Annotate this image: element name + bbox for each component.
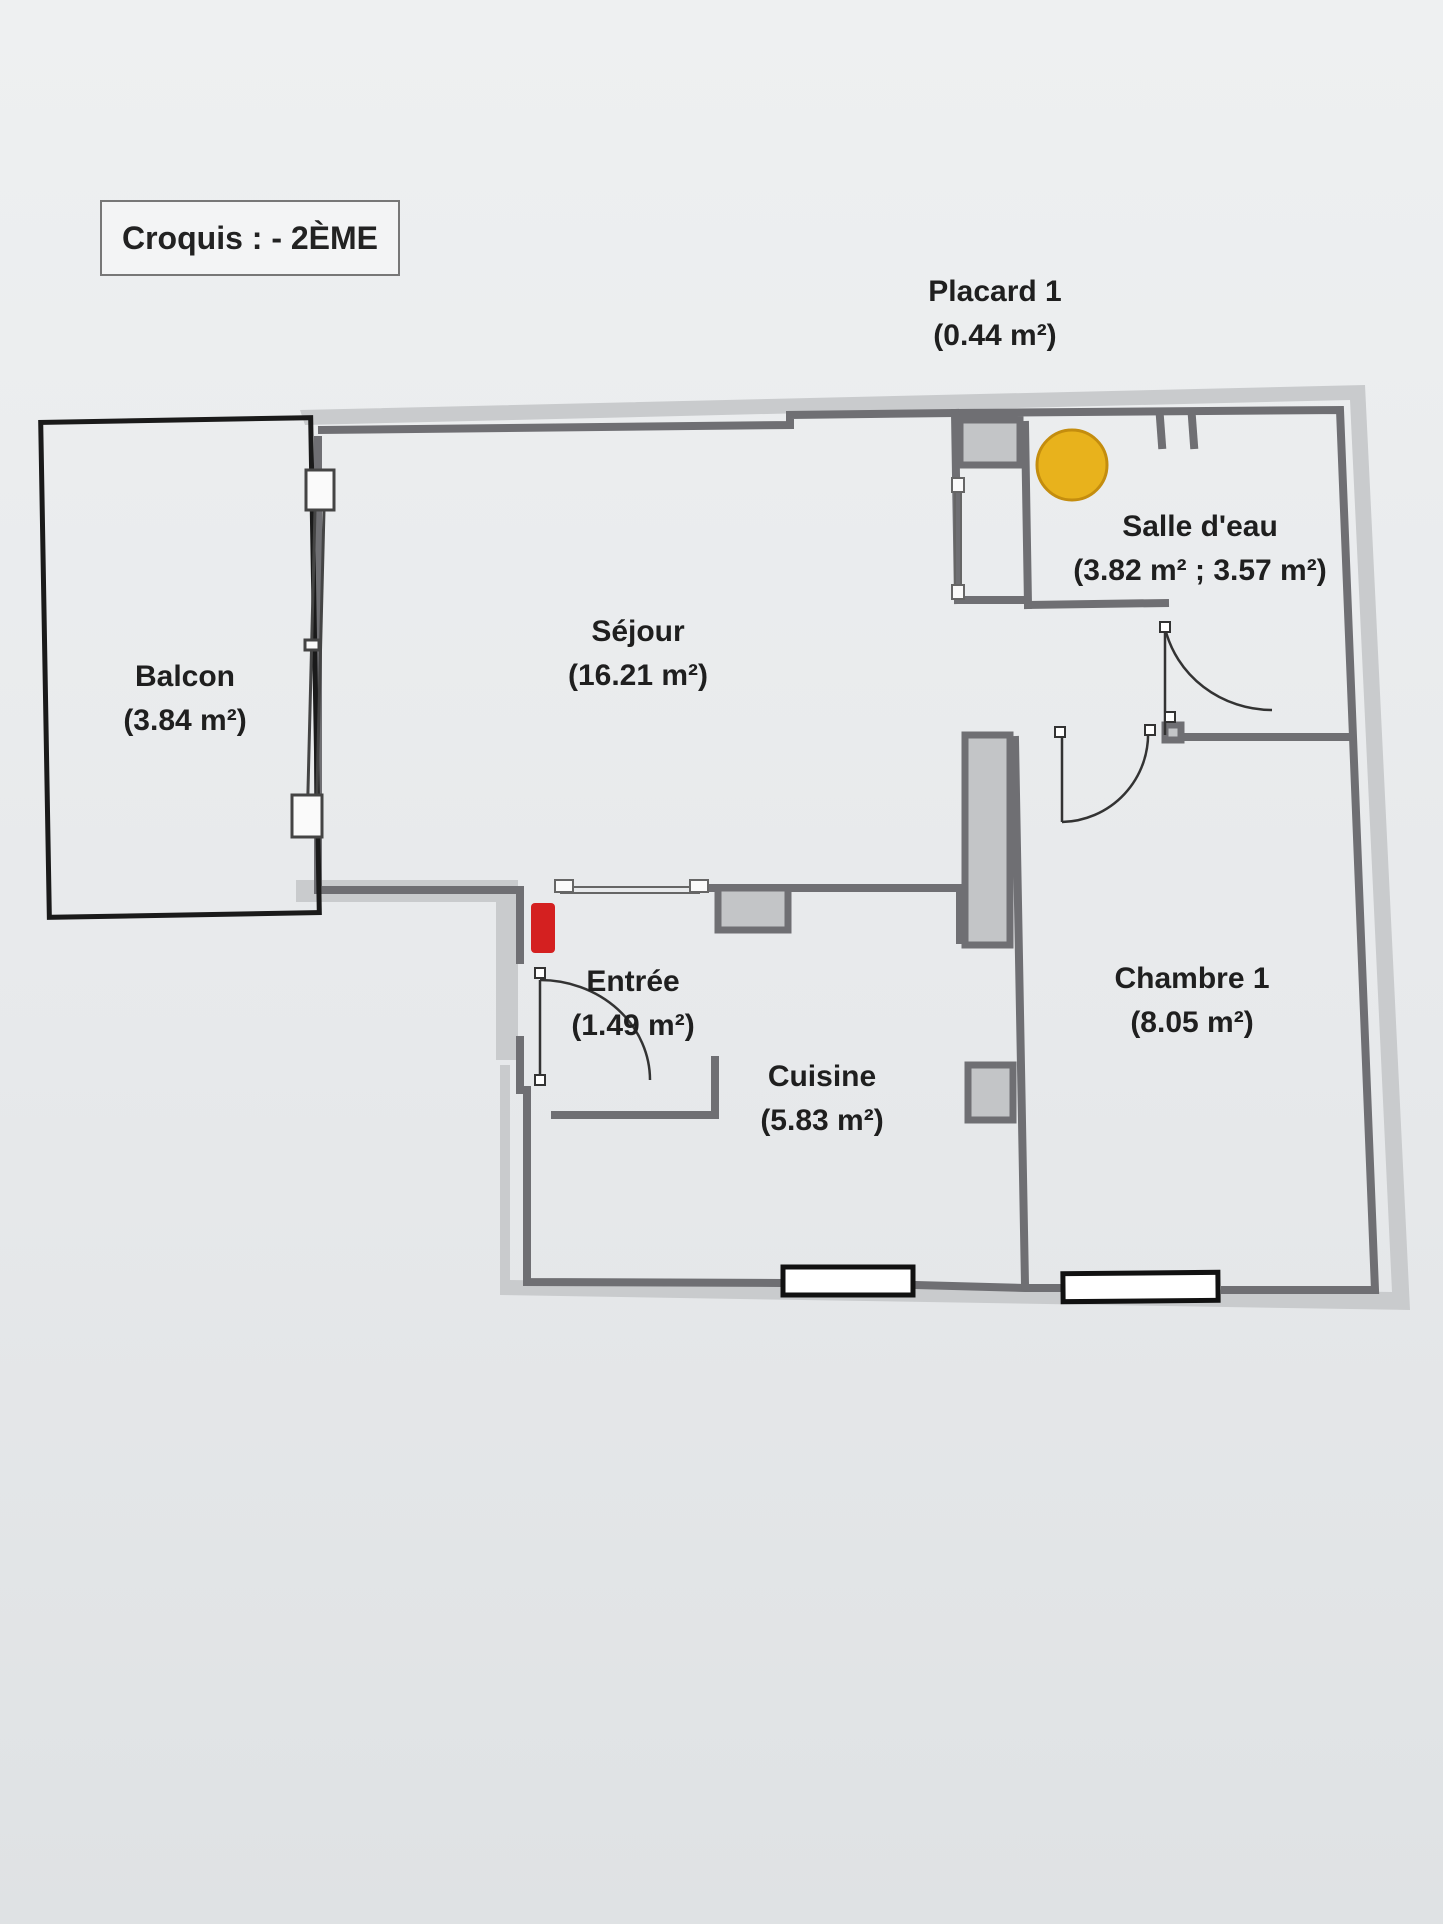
room-label-cuisine: Cuisine (5.83 m²) [760, 1055, 883, 1143]
room-name: Chambre 1 [1114, 962, 1270, 995]
sketch-title: Croquis : - 2ÈME [100, 200, 400, 276]
room-name: Entrée [586, 965, 680, 998]
room-name: Placard 1 [928, 275, 1062, 308]
sejour-opening [554, 879, 709, 894]
room-area: (3.84 m²) [123, 704, 247, 737]
room-name: Séjour [591, 615, 685, 648]
balcony-outline [38, 415, 322, 920]
room-label-balcon: Balcon (3.84 m²) [123, 655, 246, 743]
room-area: (0.44 m²) [933, 319, 1057, 352]
placard-door [951, 477, 965, 600]
balcony-sliding-door [290, 468, 336, 839]
windows [780, 1264, 1221, 1305]
door-hinges [534, 621, 1176, 1086]
room-area: (1.49 m²) [571, 1009, 695, 1042]
room-label-sejour: Séjour (16.21 m²) [568, 610, 708, 698]
room-label-salle-eau: Salle d'eau (3.82 m² ; 3.57 m²) [1073, 505, 1326, 593]
door-swings [538, 627, 1273, 1081]
room-label-placard: Placard 1 (0.44 m²) [928, 270, 1061, 358]
room-name: Balcon [134, 660, 236, 693]
fire-extinguisher-icon [531, 903, 555, 953]
room-area: (16.21 m²) [567, 659, 709, 692]
room-label-entree: Entrée (1.49 m²) [571, 960, 694, 1048]
room-area: (3.82 m² ; 3.57 m²) [1073, 554, 1327, 587]
room-name: Cuisine [767, 1060, 877, 1093]
wall-blocks [714, 416, 1185, 1124]
room-name: Salle d'eau [1122, 510, 1278, 543]
room-area: (8.05 m²) [1130, 1006, 1254, 1039]
room-label-chambre: Chambre 1 (8.05 m²) [1114, 957, 1269, 1045]
water-heater-icon [1035, 428, 1109, 502]
room-area: (5.83 m²) [760, 1104, 884, 1137]
